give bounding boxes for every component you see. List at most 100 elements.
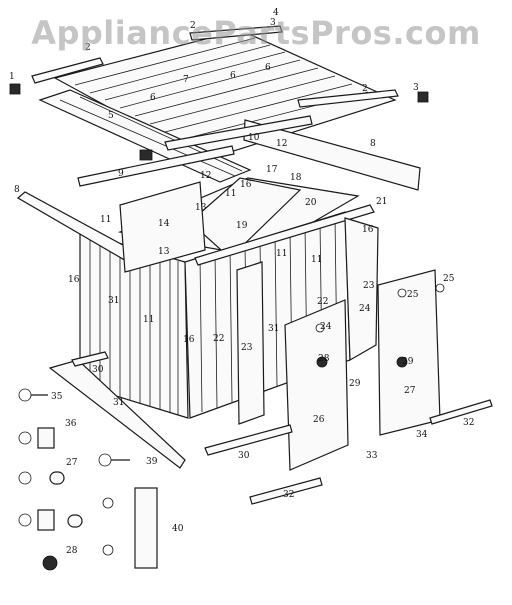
door-hinge-right-icon <box>397 288 407 298</box>
washer-28-icon <box>42 555 58 571</box>
callout-25: 25 <box>443 274 455 284</box>
callout-12: 12 <box>276 139 287 149</box>
callout-5: 5 <box>108 111 114 121</box>
front-post-22-23 <box>236 261 265 425</box>
callout-30: 30 <box>238 451 250 461</box>
floor-rails <box>48 351 493 505</box>
callout-33: 33 <box>366 451 378 461</box>
callout-14: 14 <box>158 219 170 229</box>
rail-31 <box>48 359 186 469</box>
callout-11: 11 <box>100 215 111 225</box>
callout-26: 26 <box>313 415 325 425</box>
callout-4: 4 <box>273 8 279 18</box>
ridge-bar-front <box>77 145 235 187</box>
callout-18: 18 <box>290 173 302 183</box>
watermark-text: AppliancePartsPros.com <box>31 14 481 52</box>
callout-23: 23 <box>241 343 253 353</box>
trim-right <box>297 89 399 108</box>
door-handle-right-icon <box>396 356 408 368</box>
trim-rear-left <box>31 57 104 84</box>
callout-32: 32 <box>283 490 294 500</box>
end-cap-left <box>9 83 21 95</box>
callout-10: 10 <box>248 133 260 143</box>
callout-27: 27 <box>66 458 78 468</box>
callout-28: 28 <box>66 546 78 556</box>
callout-16: 16 <box>68 275 80 285</box>
trim-rear-top <box>189 25 283 41</box>
callout-34: 34 <box>416 430 428 440</box>
callout-30: 30 <box>92 365 104 375</box>
callout-31: 31 <box>113 398 124 408</box>
callout-28: 28 <box>318 354 330 364</box>
callout-11: 11 <box>276 249 287 259</box>
callout-2: 2 <box>85 43 91 53</box>
back-top-rail <box>194 204 375 266</box>
rail-32-right <box>429 399 493 425</box>
callout-3: 3 <box>270 18 276 28</box>
gable-insert <box>189 177 302 259</box>
nut-27-icon <box>18 471 65 485</box>
left-top-rail <box>16 191 133 263</box>
callout-21: 21 <box>376 197 387 207</box>
door-left <box>284 299 349 471</box>
door-hinge-left-icon <box>315 323 325 333</box>
callout-11: 11 <box>225 189 236 199</box>
callout-29: 29 <box>349 379 361 389</box>
screw-39-icon <box>98 453 130 467</box>
right-wall-panel <box>344 217 379 362</box>
doors <box>284 269 445 471</box>
screw-35-icon <box>18 388 48 402</box>
callout-12: 12 <box>200 171 211 181</box>
callout-19: 19 <box>236 221 248 231</box>
callout-31: 31 <box>268 324 279 334</box>
callout-39: 39 <box>146 457 158 467</box>
ridge-block <box>139 149 153 161</box>
rail-32-front <box>249 477 323 505</box>
callout-24: 24 <box>359 304 371 314</box>
door-handle-left-icon <box>316 356 328 368</box>
callout-8: 8 <box>370 139 376 149</box>
callout-6: 6 <box>265 63 271 73</box>
callout-11: 11 <box>143 315 154 325</box>
callout-32: 32 <box>463 418 474 428</box>
roof-trim <box>9 25 429 191</box>
callout-7: 7 <box>183 75 189 85</box>
callout-9: 9 <box>118 169 124 179</box>
callout-22: 22 <box>213 334 224 344</box>
callout-29: 29 <box>402 357 414 367</box>
callout-16: 16 <box>362 225 374 235</box>
callout-13: 13 <box>158 247 170 257</box>
door-catch-icon <box>435 283 445 293</box>
callout-13: 13 <box>195 203 207 213</box>
callout-17: 17 <box>266 165 278 175</box>
interior-panel-14 <box>119 181 206 273</box>
callout-40: 40 <box>172 524 184 534</box>
callout-35: 35 <box>51 392 63 402</box>
callout-1: 1 <box>9 72 15 82</box>
callout-8: 8 <box>14 185 20 195</box>
callout-27: 27 <box>404 386 416 396</box>
callout-labels: 1 2 2 2 3 3 4 5 6 6 6 7 8 8 9 10 11 11 1… <box>9 8 474 556</box>
rail-30-front <box>204 424 293 456</box>
bracket-set-icon <box>18 509 83 531</box>
callout-36: 36 <box>65 419 77 429</box>
callout-6: 6 <box>150 93 156 103</box>
rail-30-left <box>71 351 109 367</box>
callout-16: 16 <box>240 180 252 190</box>
callout-2: 2 <box>190 21 196 31</box>
callout-11: 11 <box>311 255 322 265</box>
callout-23: 23 <box>363 281 375 291</box>
callout-16: 16 <box>183 335 195 345</box>
callout-3: 3 <box>413 83 419 93</box>
end-cap-right <box>417 91 429 103</box>
bracket-40-icon <box>102 487 158 569</box>
callout-6: 6 <box>230 71 236 81</box>
ridge-cap <box>164 115 313 151</box>
callout-20: 20 <box>305 198 317 208</box>
callout-25: 25 <box>407 290 419 300</box>
fasteners <box>18 388 158 571</box>
callout-2: 2 <box>362 84 368 94</box>
callout-24: 24 <box>320 322 332 332</box>
